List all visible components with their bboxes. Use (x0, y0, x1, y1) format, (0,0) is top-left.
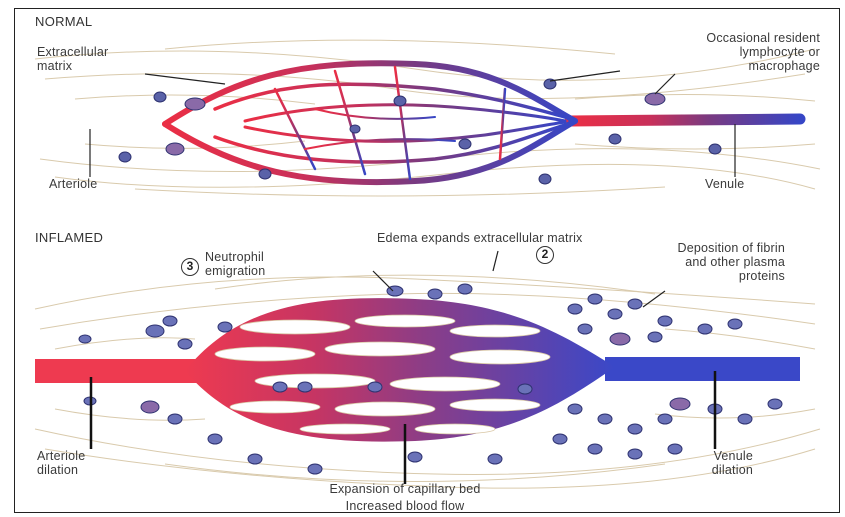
increased-blood-flow-label: Increased blood flow (255, 499, 555, 513)
resident-cell-label: Occasional resident lymphocyte or macrop… (615, 31, 820, 73)
normal-arteriole-label: Arteriole (49, 177, 97, 191)
neutrophil-emigration-label: Neutrophil emigration (205, 250, 265, 278)
capillary-expansion-label: Expansion of capillary bed (255, 482, 555, 496)
extracellular-matrix-label: Extracellular matrix (37, 45, 108, 73)
fibrin-deposition-label: Deposition of fibrin and other plasma pr… (560, 241, 785, 283)
normal-venule-label: Venule (705, 177, 744, 191)
edema-label: Edema expands extracellular matrix (377, 231, 583, 245)
normal-capillary-network (35, 63, 800, 182)
venule-dilation-label: Venule dilation (655, 449, 753, 477)
step-2-badge: 2 (536, 246, 554, 264)
step-3-badge: 3 (181, 258, 199, 276)
arteriole-dilation-label: Arteriole dilation (37, 449, 85, 477)
inflamed-panel-title: INFLAMED (35, 231, 103, 245)
normal-panel-title: NORMAL (35, 15, 92, 29)
figure-frame: NORMAL Extracellular matrix Occasional r… (14, 8, 840, 513)
